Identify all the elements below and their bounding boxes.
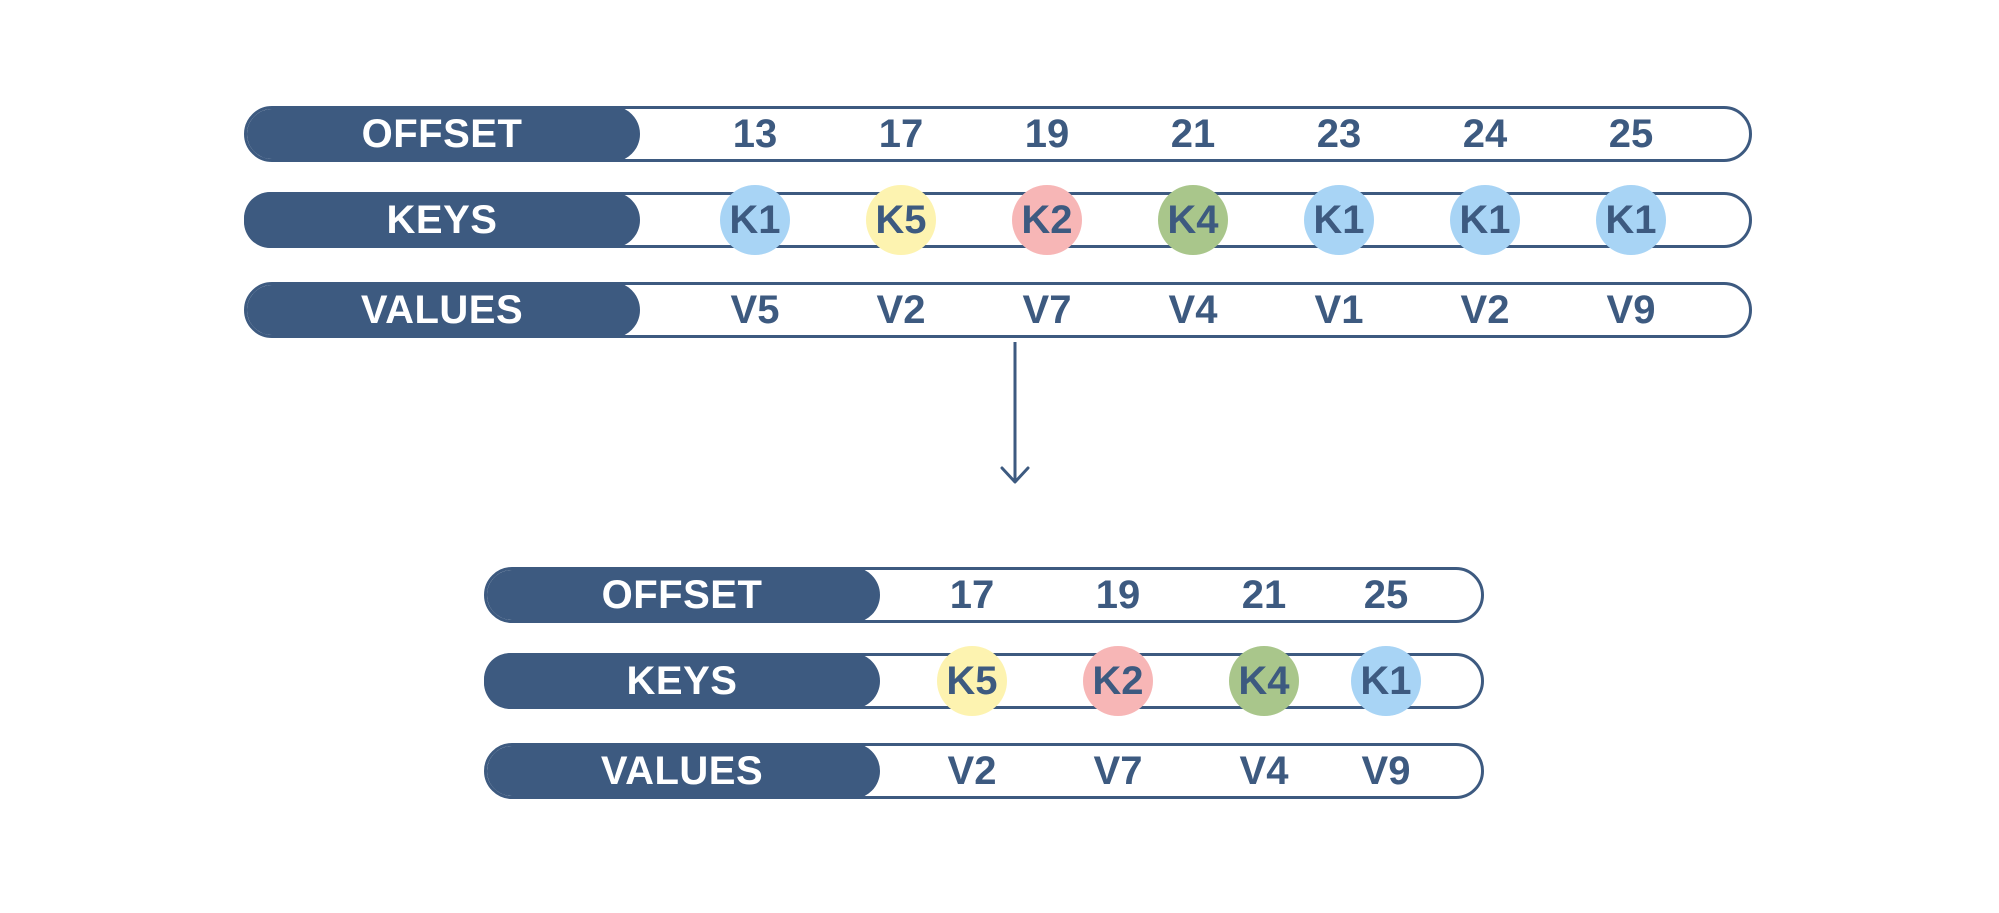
before-values-label: VALUES	[247, 285, 640, 335]
after-key-cell: K5	[927, 646, 1017, 716]
after-offset-row: OFFSET 17 19 21 25	[484, 567, 1484, 623]
before-key-cell: K1	[1294, 185, 1384, 255]
after-values-label: VALUES	[487, 746, 880, 796]
key-badge: K1	[1351, 646, 1421, 716]
before-key-cell: K4	[1148, 185, 1238, 255]
after-values-cell: V9	[1361, 748, 1411, 793]
before-key-cell: K1	[1440, 185, 1530, 255]
before-offset-cell: 19	[1024, 111, 1070, 156]
before-offset-cell: 24	[1462, 111, 1508, 156]
key-badge: K1	[720, 185, 790, 255]
after-values-cell: V2	[947, 748, 997, 793]
after-values-cell: V4	[1239, 748, 1289, 793]
key-badge: K1	[1304, 185, 1374, 255]
key-badge: K4	[1229, 646, 1299, 716]
key-badge: K2	[1083, 646, 1153, 716]
key-badge: K1	[1596, 185, 1666, 255]
key-badge: K5	[866, 185, 936, 255]
after-key-cell: K2	[1073, 646, 1163, 716]
before-key-cell: K2	[1002, 185, 1092, 255]
before-keys-row: KEYS K1 K5 K2 K4 K1 K1 K1	[244, 185, 1752, 255]
before-key-cell: K5	[856, 185, 946, 255]
before-offset-cell: 13	[732, 111, 778, 156]
before-keys-label: KEYS	[244, 192, 640, 248]
key-badge: K2	[1012, 185, 1082, 255]
before-offset-row: OFFSET 13 17 19 21 23 24 25	[244, 106, 1752, 162]
before-key-cell: K1	[1586, 185, 1676, 255]
before-values-cell: V2	[876, 287, 926, 332]
before-key-cell: K1	[710, 185, 800, 255]
arrow-down-icon	[1000, 342, 1030, 484]
before-values-cell: V7	[1022, 287, 1072, 332]
before-offset-cell: 17	[878, 111, 924, 156]
before-offset-cell: 25	[1608, 111, 1654, 156]
before-offset-label: OFFSET	[247, 109, 640, 159]
after-offset-cell: 19	[1095, 572, 1141, 617]
before-values-cell: V5	[730, 287, 780, 332]
before-offset-cell: 21	[1170, 111, 1216, 156]
after-keys-row: KEYS K5 K2 K4 K1	[484, 646, 1484, 716]
before-values-cell: V1	[1314, 287, 1364, 332]
before-values-cell: V9	[1606, 287, 1656, 332]
before-values-cell: V2	[1460, 287, 1510, 332]
after-key-cell: K1	[1341, 646, 1431, 716]
key-badge: K5	[937, 646, 1007, 716]
key-badge: K1	[1450, 185, 1520, 255]
after-values-cell: V7	[1093, 748, 1143, 793]
after-offset-cell: 25	[1363, 572, 1409, 617]
after-keys-label: KEYS	[484, 653, 880, 709]
after-offset-cell: 21	[1241, 572, 1287, 617]
before-offset-cell: 23	[1316, 111, 1362, 156]
after-values-row: VALUES V2 V7 V4 V9	[484, 743, 1484, 799]
after-offset-cell: 17	[949, 572, 995, 617]
before-values-cell: V4	[1168, 287, 1218, 332]
key-badge: K4	[1158, 185, 1228, 255]
before-values-row: VALUES V5 V2 V7 V4 V1 V2 V9	[244, 282, 1752, 338]
after-offset-label: OFFSET	[487, 570, 880, 620]
after-key-cell: K4	[1219, 646, 1309, 716]
